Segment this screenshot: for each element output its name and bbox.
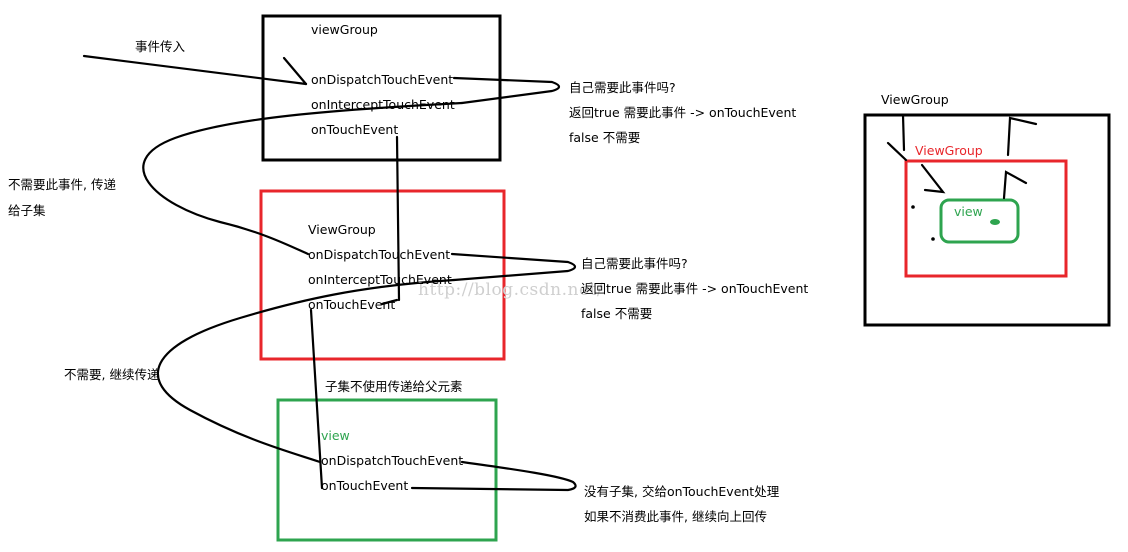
event-in-label: 事件传入	[135, 39, 186, 54]
box3-loop	[410, 460, 577, 492]
box2-touch-link	[380, 298, 399, 306]
event-in-arrow	[82, 54, 308, 86]
notes3-line1: 没有子集, 交给onTouchEvent处理	[584, 484, 780, 499]
mini-outer-label: ViewGroup	[881, 92, 949, 107]
box2-title: ViewGroup	[308, 222, 376, 237]
mini-outer-box	[863, 113, 1111, 327]
notes1-no: false 不需要	[569, 130, 641, 145]
box2-touch-vertical	[309, 308, 324, 490]
box3-title: view	[321, 428, 350, 443]
box2-dispatch: onDispatchTouchEvent	[308, 247, 451, 262]
event-in-arrow-head	[282, 56, 308, 86]
box2-decision-loop	[450, 252, 577, 282]
mini-dot-1	[911, 205, 915, 209]
box3-dispatch: onDispatchTouchEvent	[321, 453, 464, 468]
mini-green-blob	[990, 219, 1000, 225]
notes1-yes: 返回true 需要此事件 -> onTouchEvent	[569, 105, 797, 120]
notes2-no: false 不需要	[581, 306, 653, 321]
viewgroup-box-1	[261, 14, 502, 162]
mini-arrow-up-1	[1006, 116, 1038, 157]
box1-dispatch: onDispatchTouchEvent	[311, 72, 454, 87]
box1-decision-loop	[452, 76, 561, 105]
pass-to-children-label: 给子集	[8, 203, 46, 218]
mini-inner-box	[939, 198, 1020, 244]
notes2-question: 自己需要此事件吗?	[581, 256, 688, 271]
view-box-3	[276, 398, 498, 542]
watermark: http://blog.csdn.net/	[418, 280, 604, 300]
mini-middle-label: ViewGroup	[915, 143, 983, 158]
not-needed-continue-label: 不需要, 继续传递	[64, 367, 160, 382]
box2-to-box3-curve	[156, 278, 456, 464]
mini-arrow-diag	[886, 141, 908, 162]
child-not-pass-parent-label: 子集不使用传递给父元素	[325, 379, 463, 394]
box2-touch: onTouchEvent	[308, 297, 396, 312]
notes1-question: 自己需要此事件吗?	[569, 80, 676, 95]
notes2-yes: 返回true 需要此事件 -> onTouchEvent	[581, 281, 809, 296]
notes3-line2: 如果不消费此事件, 继续向上回传	[584, 509, 767, 524]
not-needed-pass-label: 不需要此事件, 传递	[8, 177, 116, 192]
box1-touch: onTouchEvent	[311, 122, 399, 137]
box3-touch: onTouchEvent	[321, 478, 409, 493]
mini-inner-label: view	[954, 204, 983, 219]
box1-touch-vertical	[395, 135, 401, 302]
box2-intercept: onInterceptTouchEvent	[308, 272, 452, 287]
mini-dot-2	[931, 237, 935, 241]
mini-arrow-inner	[920, 163, 946, 194]
box1-to-box2-curve	[142, 101, 464, 256]
box1-title: viewGroup	[311, 22, 378, 37]
mini-arrow-down	[901, 113, 906, 152]
mini-middle-box	[904, 159, 1068, 278]
box1-intercept: onInterceptTouchEvent	[311, 97, 455, 112]
mini-arrow-up-2	[1002, 170, 1028, 200]
